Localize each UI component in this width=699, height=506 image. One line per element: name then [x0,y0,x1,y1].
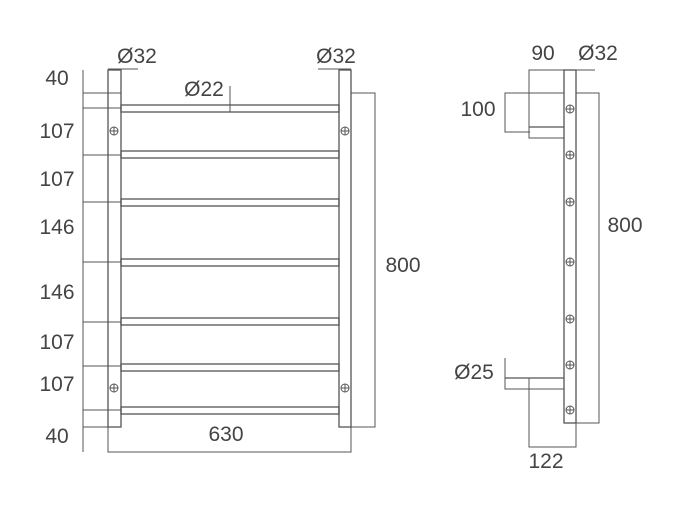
left-post-diameter: Ø32 [117,45,157,68]
side-screws [565,104,575,415]
side-height-dimension [576,92,600,424]
screw-icon [565,197,575,207]
screw-icon [109,383,119,393]
spacing-label: 40 [45,67,68,90]
rails [120,104,340,415]
screw-icon [565,360,575,370]
depth-label: 122 [528,450,563,473]
screw-icon [340,383,350,393]
rail-diameter: Ø22 [184,78,224,101]
left-dimension-ticks [83,92,121,428]
spacing-label: 107 [39,120,74,143]
side-height-label: 800 [607,214,642,237]
bracket-diameter-label: Ø25 [454,361,494,384]
screw-icon [565,314,575,324]
right-post [338,69,352,428]
rail [120,198,340,207]
bracket-height-label: 100 [460,98,495,121]
spacing-label: 40 [45,425,68,448]
spacing-label: 146 [39,281,74,304]
spacing-label: 107 [39,331,74,354]
screw-icon [565,405,575,415]
rail [120,258,340,267]
spacing-label: 107 [39,168,74,191]
top-bracket-outline [528,69,595,139]
height-dimension-line [351,92,376,428]
rail [120,406,340,415]
side-post-diameter: Ø32 [578,42,618,65]
rail [120,317,340,326]
spacing-label: 146 [39,216,74,239]
side-post [563,69,577,424]
projection-label: 90 [531,42,554,65]
screw-icon [340,126,350,136]
spacing-label: 107 [39,373,74,396]
screw-icon [565,257,575,267]
depth-dimension [528,378,577,448]
bottom-bracket-outline [504,358,564,390]
height-label: 800 [385,254,420,277]
screw-icon [565,104,575,114]
width-dimension-line [107,427,352,453]
rail [120,363,340,372]
left-post [107,69,122,428]
rail [120,150,340,159]
front-screws [109,126,350,393]
bracket-height-dimension [504,92,564,133]
side-view: 800 90 Ø32 100 Ø25 122 [454,42,642,473]
screw-icon [565,150,575,160]
front-view: 40 107 107 146 146 107 107 40 Ø32 Ø32 Ø2… [39,45,421,453]
screw-icon [109,126,119,136]
width-label: 630 [208,423,243,446]
right-post-diameter: Ø32 [316,45,356,68]
